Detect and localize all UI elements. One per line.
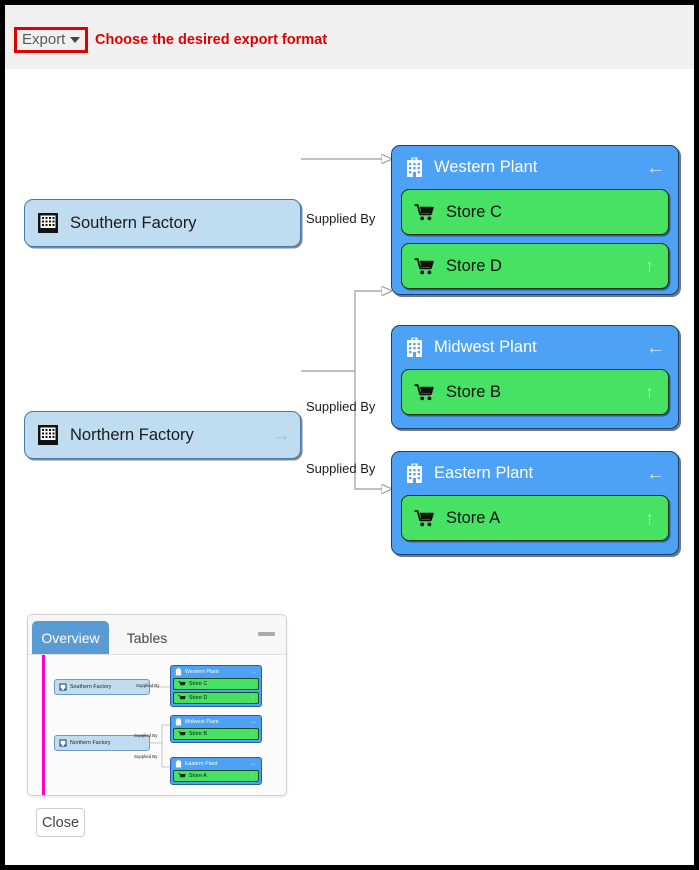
group-label: Eastern Plant [434,464,534,482]
group-label: Midwest Plant [185,719,219,725]
node-label: Store A [189,773,207,779]
toolbar: Export Choose the desired export format [5,5,694,70]
up-arrow-icon[interactable]: ↑ [251,731,254,737]
collapse-arrow-icon[interactable]: ← [646,337,665,358]
group-midwest-plant[interactable]: Midwest Plant ← Store B ↑ [391,325,679,429]
minimap-node-store-c[interactable]: Store C [173,678,259,690]
export-hint-text: Choose the desired export format [95,32,328,48]
up-arrow-icon[interactable]: ↑ [645,256,654,276]
shopping-cart-icon [414,383,434,400]
shopping-cart-icon [414,203,434,220]
group-eastern-plant[interactable]: Eastern Plant ← Store A ↑ [391,451,679,555]
up-arrow-icon[interactable]: ↑ [251,695,254,701]
node-label: Store B [446,382,502,401]
shopping-cart-icon [414,257,434,274]
group-header[interactable]: Midwest Plant ← [171,716,261,728]
collapse-arrow-icon[interactable]: ← [251,719,257,725]
expand-arrow-icon[interactable]: → [141,739,146,746]
node-store-d[interactable]: Store D ↑ [401,243,669,289]
caret-down-icon [70,37,80,43]
minimap-edge-label: Supplied By [134,733,158,738]
node-label: Store D [189,695,208,701]
minimap-node-southern-factory[interactable]: Southern Factory [54,679,150,695]
minimap-edge-label: Supplied By [136,683,160,688]
node-label: Northern Factory [70,740,111,746]
factory-icon [38,213,58,233]
node-label: Store D [446,256,502,275]
group-label: Western Plant [434,158,538,176]
collapse-arrow-icon[interactable]: ← [646,157,665,178]
node-label: Southern Factory [70,213,197,232]
up-arrow-icon[interactable]: ↑ [645,508,654,528]
node-store-a[interactable]: Store A ↑ [401,495,669,541]
export-button-label: Export [22,31,66,48]
group-header[interactable]: Western Plant ← [171,666,261,678]
tab-label: Tables [126,629,168,646]
edge-label: Supplied By [306,211,376,226]
shopping-cart-icon [178,773,186,778]
group-label: Midwest Plant [434,338,537,356]
collapse-arrow-icon[interactable]: ← [251,669,257,675]
expand-arrow-icon[interactable]: → [273,425,290,445]
overview-tabbar: Overview Tables [28,615,286,655]
node-label: Store C [189,681,208,687]
minimize-icon[interactable] [258,632,275,636]
minimap-node-store-a[interactable]: Store A ↑ [173,770,259,782]
overview-panel[interactable]: Overview Tables [27,614,287,796]
collapse-arrow-icon[interactable]: ← [251,761,257,767]
node-label: Store C [446,202,502,221]
minimap-group-midwest-plant[interactable]: Midwest Plant ← Store B ↑ [170,715,262,743]
group-header[interactable]: Eastern Plant ← [171,758,261,770]
edge-label: Supplied By [306,399,376,414]
plant-building-icon [407,157,422,177]
group-header[interactable]: Western Plant ← [392,146,678,189]
shopping-cart-icon [178,681,186,686]
up-arrow-icon[interactable]: ↑ [645,382,654,402]
edge-label: Supplied By [306,461,376,476]
tab-label: Overview [41,629,100,646]
minimap-node-northern-factory[interactable]: Northern Factory → [54,735,150,751]
node-southern-factory[interactable]: Southern Factory [24,199,301,247]
shopping-cart-icon [414,509,434,526]
node-label: Southern Factory [70,684,112,690]
minimap[interactable]: Southern Factory Northern Factory → [28,655,286,795]
minimap-group-western-plant[interactable]: Western Plant ← Store C [170,665,262,707]
group-label: Eastern Plant [185,761,218,767]
plant-building-icon [407,337,422,357]
plant-building-icon [407,463,422,483]
group-header[interactable]: Midwest Plant ← [392,326,678,369]
tab-overview[interactable]: Overview [32,621,109,654]
minimap-node-store-d[interactable]: Store D ↑ [173,692,259,704]
shopping-cart-icon [178,731,186,736]
group-western-plant[interactable]: Western Plant ← Store C [391,145,679,295]
tab-tables[interactable]: Tables [113,621,181,654]
group-header[interactable]: Eastern Plant ← [392,452,678,495]
minimap-connector-layer [150,686,170,768]
node-label: Store B [189,731,208,737]
node-store-b[interactable]: Store B ↑ [401,369,669,415]
plant-building-icon [175,668,182,676]
collapse-arrow-icon[interactable]: ← [646,463,665,484]
node-northern-factory[interactable]: Northern Factory → [24,411,301,459]
minimap-group-eastern-plant[interactable]: Eastern Plant ← Store A ↑ [170,757,262,785]
minimap-edge-label: Supplied By [134,754,158,759]
node-store-c[interactable]: Store C [401,189,669,235]
up-arrow-icon[interactable]: ↑ [251,773,254,779]
plant-building-icon [175,760,182,768]
diagram-canvas[interactable]: Southern Factory Northern Factory → [5,69,694,865]
minimap-node-store-b[interactable]: Store B ↑ [173,728,259,740]
node-label: Store A [446,508,501,527]
viewport-indicator[interactable] [42,655,45,795]
shopping-cart-icon [178,695,186,700]
close-button-label: Close [41,814,80,831]
group-label: Western Plant [185,669,219,675]
node-label: Northern Factory [70,425,194,444]
export-dropdown-button[interactable]: Export [17,30,85,50]
close-button[interactable]: Close [36,808,85,837]
plant-building-icon [175,718,182,726]
export-highlight-box [14,27,88,53]
factory-icon [59,739,67,747]
factory-icon [38,425,58,445]
factory-icon [59,683,67,691]
